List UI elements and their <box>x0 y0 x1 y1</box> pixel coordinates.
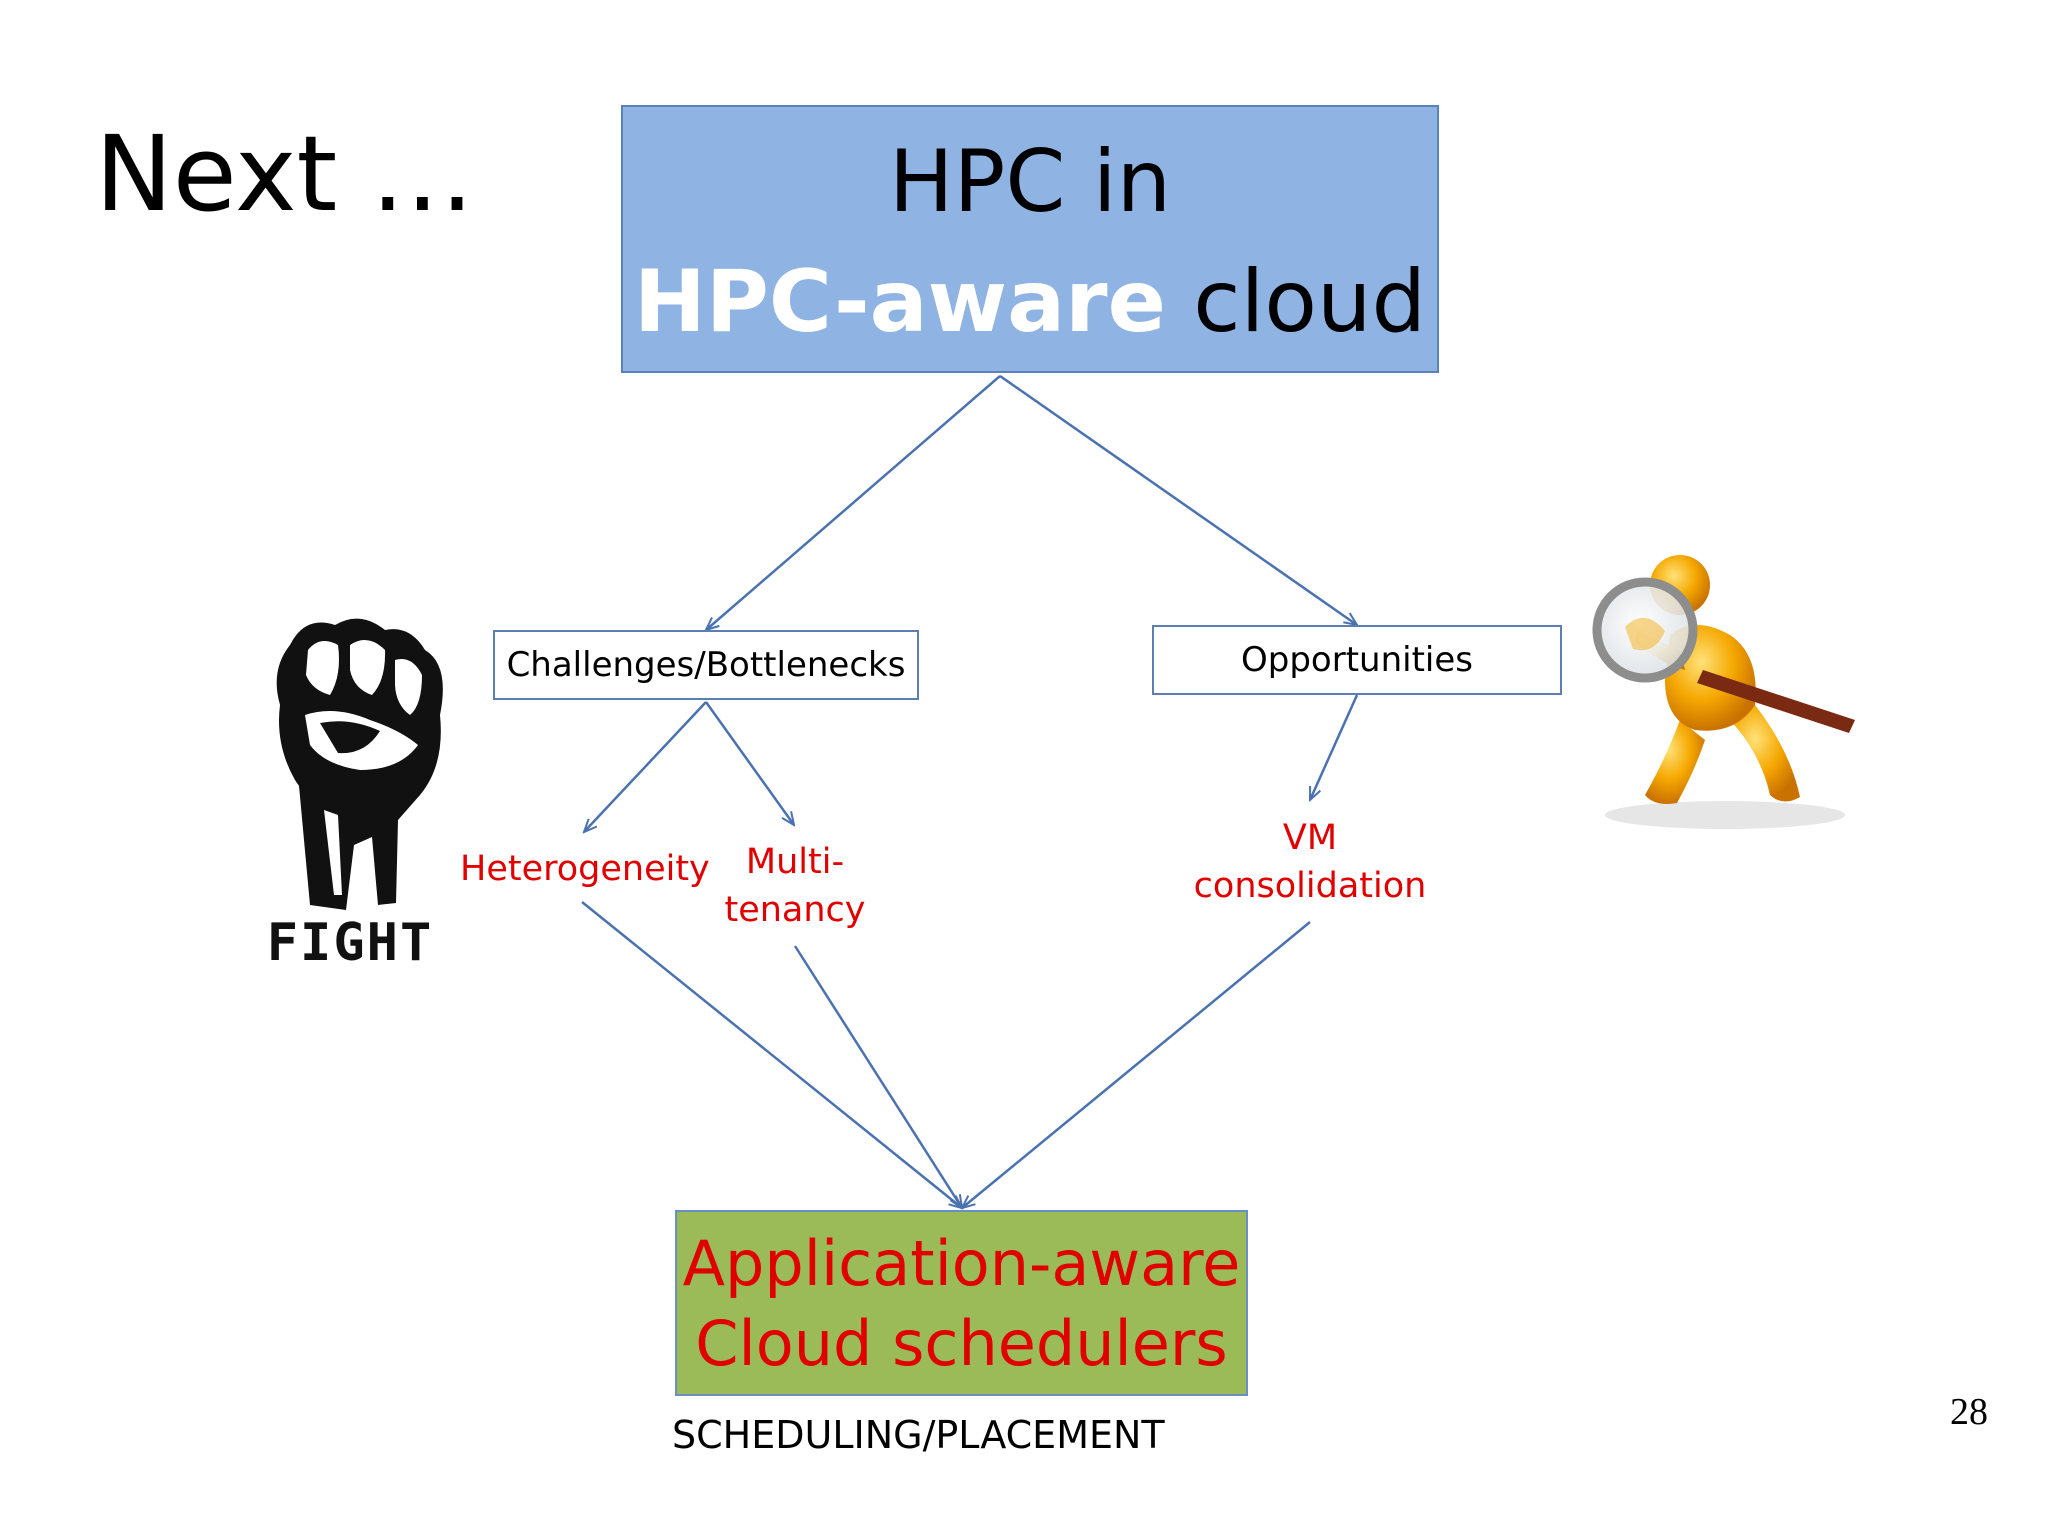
fight-text: FIGHT <box>267 913 434 970</box>
arrow-challenges-to-multitenancy <box>704 701 794 825</box>
arrow-top-to-challenges <box>706 375 1001 630</box>
scheduler-line1: Application-aware <box>682 1227 1241 1300</box>
top-box-line2: HPC-aware cloud <box>623 259 1437 345</box>
opportunities-box: Opportunities <box>1152 625 1562 695</box>
vm-line2: consolidation <box>1193 866 1427 906</box>
heterogeneity-label: Heterogeneity <box>460 849 710 889</box>
slide-title: Next … <box>95 113 475 235</box>
opportunities-label: Opportunities <box>1241 640 1473 680</box>
scheduler-line2: Cloud schedulers <box>695 1307 1228 1380</box>
raised-fist-icon: FIGHT <box>267 618 443 970</box>
multitenancy-label: Multi- tenancy <box>715 838 875 934</box>
top-box-rest: cloud <box>1193 252 1427 352</box>
arrow-multitenancy-to-scheduler <box>793 945 962 1208</box>
top-box-line1: HPC in <box>888 132 1172 232</box>
scheduler-box: Application-aware Cloud schedulers <box>675 1210 1248 1396</box>
hpc-cloud-box: HPC in HPC-aware cloud <box>621 105 1439 373</box>
arrow-top-to-opportunities <box>999 374 1357 625</box>
arrow-heterogeneity-to-scheduler <box>581 901 962 1208</box>
arrow-opportunities-to-vm <box>1308 694 1359 800</box>
vm-consolidation-label: VM consolidation <box>1185 814 1435 910</box>
vm-line1: VM <box>1282 818 1338 858</box>
scheduling-caption: SCHEDULING/PLACEMENT <box>672 1413 1165 1457</box>
challenges-label: Challenges/Bottlenecks <box>506 645 906 685</box>
challenges-box: Challenges/Bottlenecks <box>493 630 919 700</box>
arrow-vm-to-scheduler <box>962 921 1311 1208</box>
magnifying-glass-person-icon <box>1592 555 1855 829</box>
multitenancy-line1: Multi- <box>745 842 845 882</box>
top-box-highlight: HPC-aware <box>633 252 1166 352</box>
arrow-challenges-to-heterogeneity <box>584 701 707 832</box>
page-number: 28 <box>1950 1391 1988 1433</box>
multitenancy-line2: tenancy <box>724 890 866 930</box>
